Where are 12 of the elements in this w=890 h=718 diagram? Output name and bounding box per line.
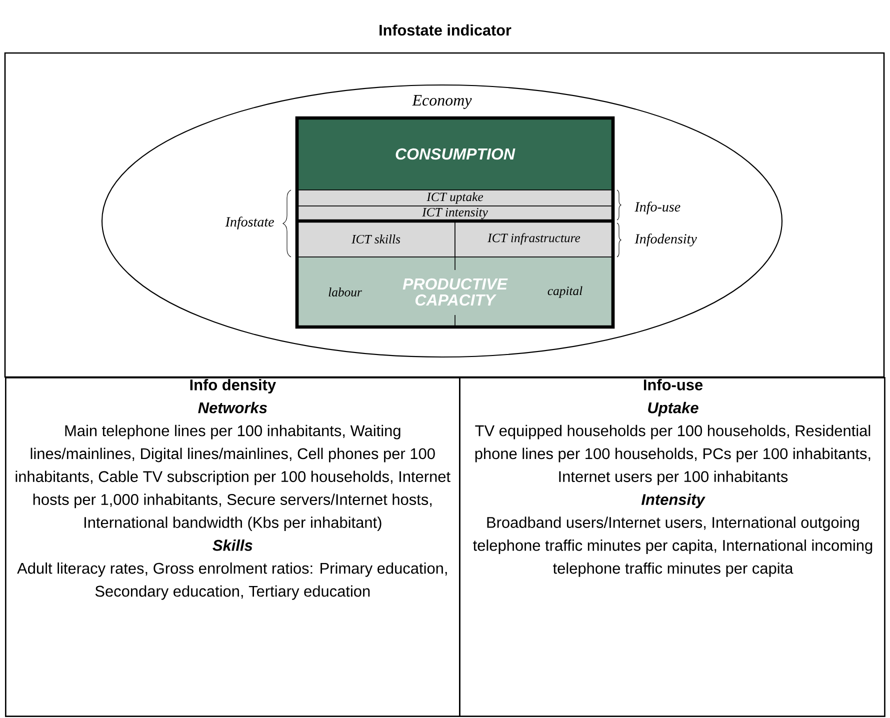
uptake-band: ICT uptake [296, 190, 614, 206]
table-cell: Info density Networks Main telephone lines per 100 inhabitants, Waiting lines/mainlines, Digital lines/mainlines, Cell phones per 100 inhabitants, Cable TV subscription per 100 households, Internet hosts per 1,000 inhabitants, Secure servers/Internet hosts, International bandwidth (Kbs per inhabitant) Skills Adult literacy rates, Gross enrolment ratios: Primary education, Secondary education, Tertiary education [5, 377, 460, 717]
title: Infostate indicator [380, 24, 512, 36]
skills-band: ICT skills [296, 220, 456, 258]
consumption-band: CONSUMPTION [296, 118, 614, 190]
table-cell: Info-use Uptake TV equipped households per 100 households, Residential phone lines per 100 households, PCs per 100 inhabitants, Internet users per 100 inhabitants Intensity Broadband users/Internet users, International outgoing telephone traffic minutes per capita, International incoming telephone traffic minutes per capita [459, 377, 886, 717]
brace-label: Info-use [634, 202, 680, 214]
brace-label: Infodensity [634, 234, 697, 246]
intensity-band: ICT intensity [296, 206, 614, 222]
brace-label: Infostate [225, 216, 274, 230]
productive-capacity-band: PRODUCTIVE CAPACITY labour capital [296, 256, 614, 328]
infrastructure-band: ICT infrastructure [454, 220, 614, 258]
